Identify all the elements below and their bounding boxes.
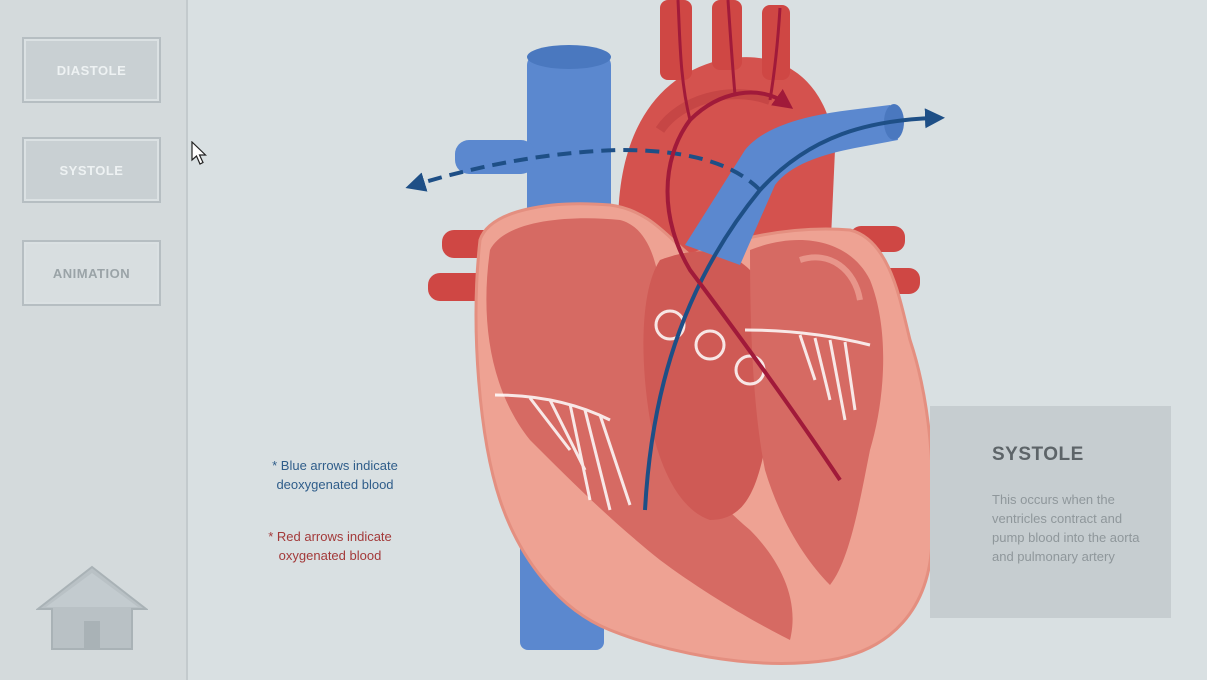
mouse-pointer-icon — [191, 141, 207, 165]
legend-deoxygenated: * Blue arrows indicate deoxygenated bloo… — [272, 458, 398, 492]
sidebar: DIASTOLE SYSTOLE ANIMATION — [0, 0, 188, 680]
oxygenated-arrows — [665, 0, 842, 482]
info-panel: SYSTOLE This occurs when the ventricles … — [930, 406, 1171, 618]
heart-illustration — [405, 0, 945, 665]
home-icon — [35, 565, 149, 650]
systole-button[interactable]: SYSTOLE — [22, 137, 161, 203]
deoxygenated-arrows — [405, 108, 945, 511]
diastole-button[interactable]: DIASTOLE — [22, 37, 161, 103]
heart-diagram — [190, 0, 1207, 680]
info-description: This occurs when the ventricles contract… — [992, 492, 1140, 564]
animation-button-label: ANIMATION — [52, 265, 131, 281]
home-button[interactable] — [35, 565, 149, 651]
heart-body — [474, 202, 935, 665]
systole-button-label: SYSTOLE — [59, 162, 124, 178]
legend-oxygenated: * Red arrows indicate oxygenated blood — [268, 529, 392, 563]
heart-valves — [494, 309, 871, 511]
info-title: SYSTOLE — [992, 444, 1084, 465]
animation-button[interactable]: ANIMATION — [22, 240, 161, 306]
diastole-button-label: DIASTOLE — [56, 62, 127, 78]
